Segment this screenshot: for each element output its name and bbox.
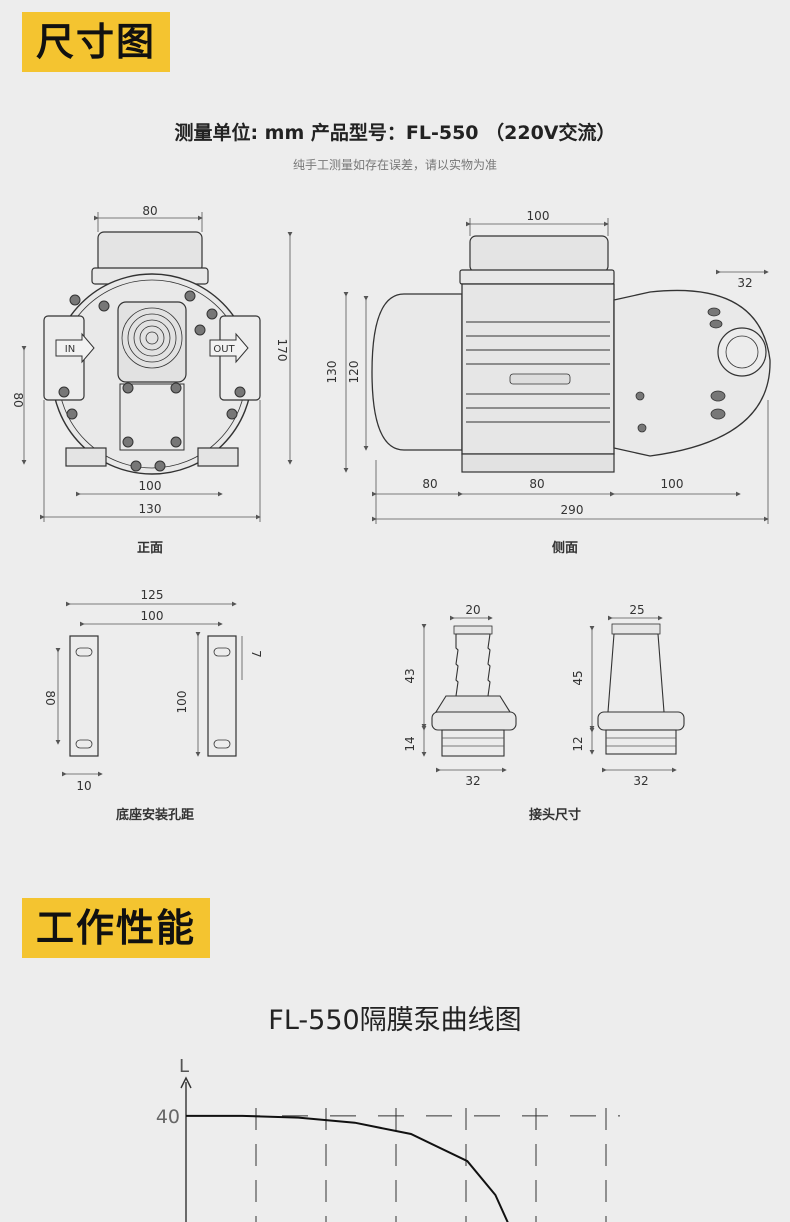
- base-dim-inner: 100: [141, 609, 164, 623]
- side-dim-b2: 80: [529, 477, 544, 491]
- front-dim-bottom-outer: 130: [139, 502, 162, 516]
- base-dim-small: 7: [249, 650, 263, 658]
- chart-y-label: L: [179, 1056, 189, 1077]
- connector-a-top: 20: [465, 603, 480, 617]
- connector-a-base: 32: [465, 774, 480, 788]
- base-dim-bottom: 10: [76, 779, 91, 793]
- connector-a-thread: 14: [403, 736, 417, 751]
- base-dim-left-h: 80: [43, 690, 57, 705]
- front-view-drawing: [21, 212, 293, 522]
- measurement-heading: 测量单位: mm 产品型号：FL-550 （220V交流）: [174, 122, 616, 144]
- performance-chart: L 40: [156, 1056, 620, 1222]
- connector-b-top: 25: [629, 603, 644, 617]
- chart-y-axis-arrow: [180, 1076, 192, 1089]
- dimensions-section-title: 尺寸图: [22, 12, 171, 72]
- chart-y-tick-label: 40: [156, 1106, 180, 1128]
- side-dim-b1: 80: [422, 477, 437, 491]
- connector-b-drawing: [589, 615, 685, 773]
- base-dim-outer: 125: [141, 588, 164, 602]
- front-dim-top: 80: [142, 204, 157, 218]
- base-holes-drawing: [55, 601, 243, 777]
- connector-a-drawing: [421, 615, 517, 773]
- dimension-drawings: 80 170 80 100 130 IN OUT 正面 100 32 130 1…: [11, 204, 771, 823]
- chart-series-line: [186, 1114, 509, 1222]
- front-dim-bottom-inner: 100: [139, 479, 162, 493]
- connector-b-thread: 12: [571, 736, 585, 751]
- base-dim-right-h: 100: [175, 691, 189, 714]
- side-dim-h2: 120: [347, 361, 361, 384]
- front-dim-height: 170: [275, 339, 289, 362]
- front-dim-left: 80: [11, 392, 25, 407]
- chart-grid: [186, 1108, 620, 1222]
- side-dim-b3: 100: [661, 477, 684, 491]
- connector-caption: 接头尺寸: [529, 807, 581, 823]
- front-caption: 正面: [137, 541, 163, 556]
- measurement-note: 纯手工测量如存在误差，请以实物为准: [292, 158, 497, 172]
- side-dim-h1: 130: [325, 361, 339, 384]
- front-out-label: OUT: [213, 344, 235, 355]
- side-caption: 侧面: [552, 540, 578, 556]
- side-dim-top: 100: [527, 209, 550, 223]
- side-dim-right-top: 32: [737, 276, 752, 290]
- side-dim-total: 290: [561, 503, 584, 517]
- connector-b-base: 32: [633, 774, 648, 788]
- chart-title: FL-550隔膜泵曲线图: [268, 1005, 522, 1036]
- connector-a-len: 43: [403, 668, 417, 683]
- performance-section-title: 工作性能: [22, 898, 211, 958]
- base-caption: 底座安装孔距: [116, 807, 194, 823]
- side-view-drawing: [343, 218, 771, 524]
- connector-b-len: 45: [571, 670, 585, 685]
- front-in-label: IN: [65, 344, 75, 355]
